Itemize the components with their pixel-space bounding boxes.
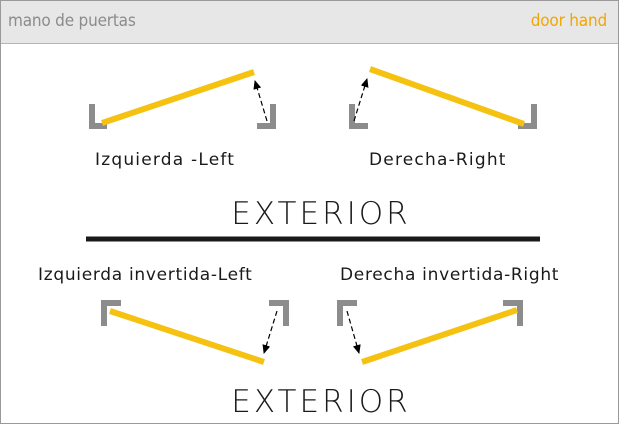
exterior-label-bottom: EXTERIOR xyxy=(231,384,410,420)
frame-jamb-left xyxy=(101,300,121,326)
title-english: door hand xyxy=(530,11,607,31)
frame-jamb-right xyxy=(257,104,276,129)
frame-jamb-left xyxy=(349,104,368,129)
label-inverted-right: Derecha invertida-Right xyxy=(340,265,559,285)
header-bar: mano de puertas door hand xyxy=(1,1,618,44)
frame-jamb-left xyxy=(89,104,107,129)
frame-jamb-right xyxy=(518,104,537,129)
door-inverted-right xyxy=(337,300,523,365)
door-leaf xyxy=(109,308,265,365)
door-left: Izquierda -Left xyxy=(89,69,276,170)
label-inverted-left: Izquierda invertida-Left xyxy=(38,265,253,285)
frame-jamb-right xyxy=(269,300,289,326)
door-leaf xyxy=(101,69,255,126)
frame-jamb-right xyxy=(503,300,523,326)
door-leaf xyxy=(368,66,526,127)
frame-jamb-left xyxy=(337,300,357,326)
door-leaf xyxy=(361,307,518,365)
swing-arrow xyxy=(262,310,278,354)
door-right: Derecha-Right xyxy=(349,66,537,170)
exterior-label-top: EXTERIOR xyxy=(231,196,410,232)
label-left: Izquierda -Left xyxy=(95,150,235,170)
swing-arrow xyxy=(346,310,361,354)
door-inverted-left xyxy=(101,300,289,365)
label-right: Derecha-Right xyxy=(369,150,507,170)
swing-arrow xyxy=(253,80,268,122)
swing-arrow xyxy=(353,78,369,122)
title-spanish: mano de puertas xyxy=(8,11,136,31)
